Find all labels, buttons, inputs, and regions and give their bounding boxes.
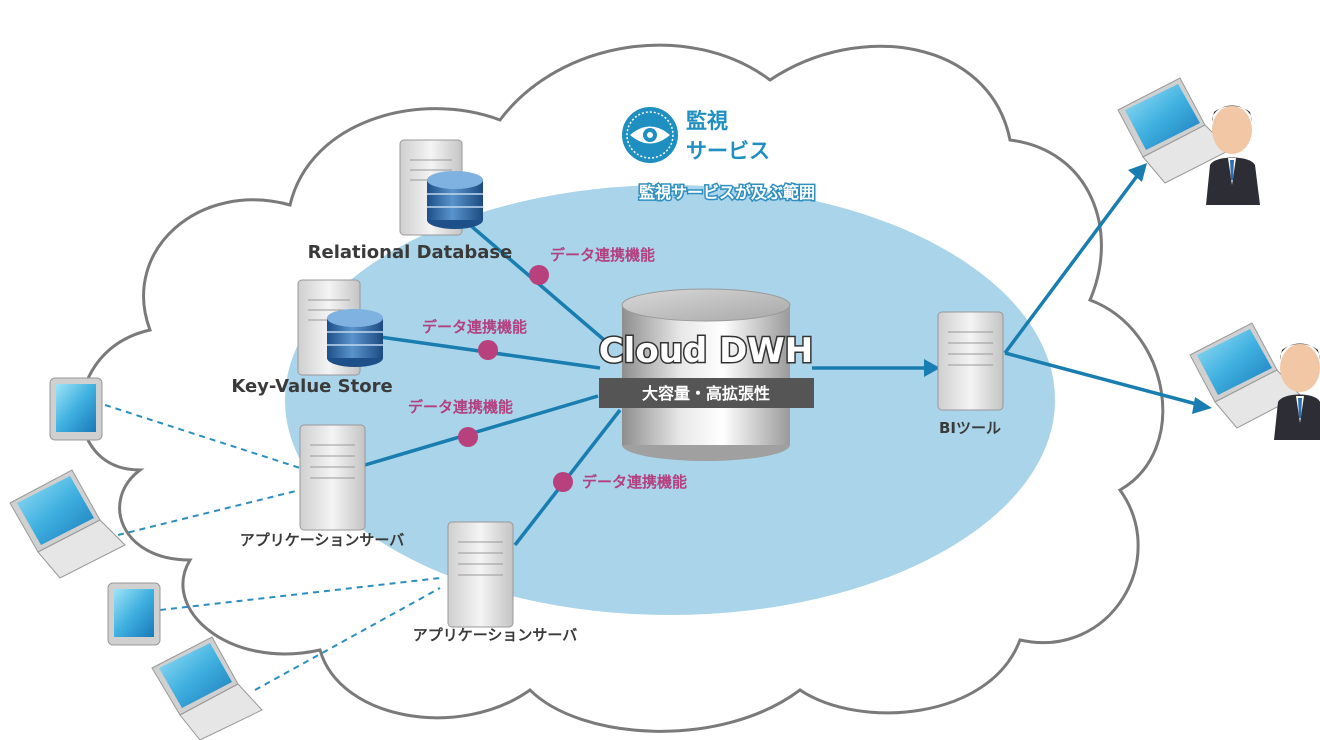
link-dot-app1 — [458, 427, 478, 447]
kvs-link-label: データ連携機能 — [422, 318, 527, 336]
cloud-dwh-cylinder — [621, 288, 791, 461]
user-icon — [1274, 343, 1320, 440]
rdb-server-icon — [399, 139, 483, 236]
monitor-title-line2: サービス — [686, 139, 770, 163]
tablet-icon — [107, 582, 161, 646]
app-server-2-label: アプリケーションサーバ — [413, 626, 578, 644]
dwh-title: Cloud DWH — [599, 331, 814, 371]
arrow-head-user1 — [1128, 163, 1147, 182]
bi-tool-label: BIツール — [939, 419, 1001, 437]
kvs-label: Key-Value Store — [231, 376, 392, 397]
monitor-title-line1: 監視 — [686, 109, 728, 133]
app-server-1-icon — [299, 424, 366, 531]
monitor-scope-label: 監視サービスが及ぶ範囲 — [639, 183, 815, 202]
client-connections — [104, 404, 441, 691]
laptop-icon — [1117, 77, 1231, 184]
eye-icon — [622, 107, 678, 163]
app-server-1-label: アプリケーションサーバ — [240, 531, 405, 549]
dwh-subtitle-bar — [599, 378, 814, 408]
app-server-2-icon — [447, 521, 514, 628]
link-dot-rdb — [529, 265, 549, 285]
laptop-icon — [9, 469, 126, 579]
laptop-icon — [151, 636, 263, 740]
tablet-icon — [49, 377, 103, 441]
kvs-server-icon — [297, 279, 383, 376]
link-dot-app2 — [553, 472, 573, 492]
rdb-link-label: データ連携機能 — [550, 246, 655, 264]
dwh-subtitle: 大容量・高拡張性 — [642, 384, 770, 403]
arrow-head-bi — [924, 359, 940, 377]
rdb-label: Relational Database — [308, 242, 513, 263]
link-dot-kvs — [478, 340, 498, 360]
app1-link-label: データ連携機能 — [408, 398, 513, 416]
app2-link-label: データ連携機能 — [582, 473, 687, 491]
arrow-head-user2 — [1192, 397, 1212, 414]
bi-server-icon — [937, 311, 1004, 411]
user-icon — [1206, 105, 1260, 205]
laptop-icon — [1189, 322, 1301, 429]
